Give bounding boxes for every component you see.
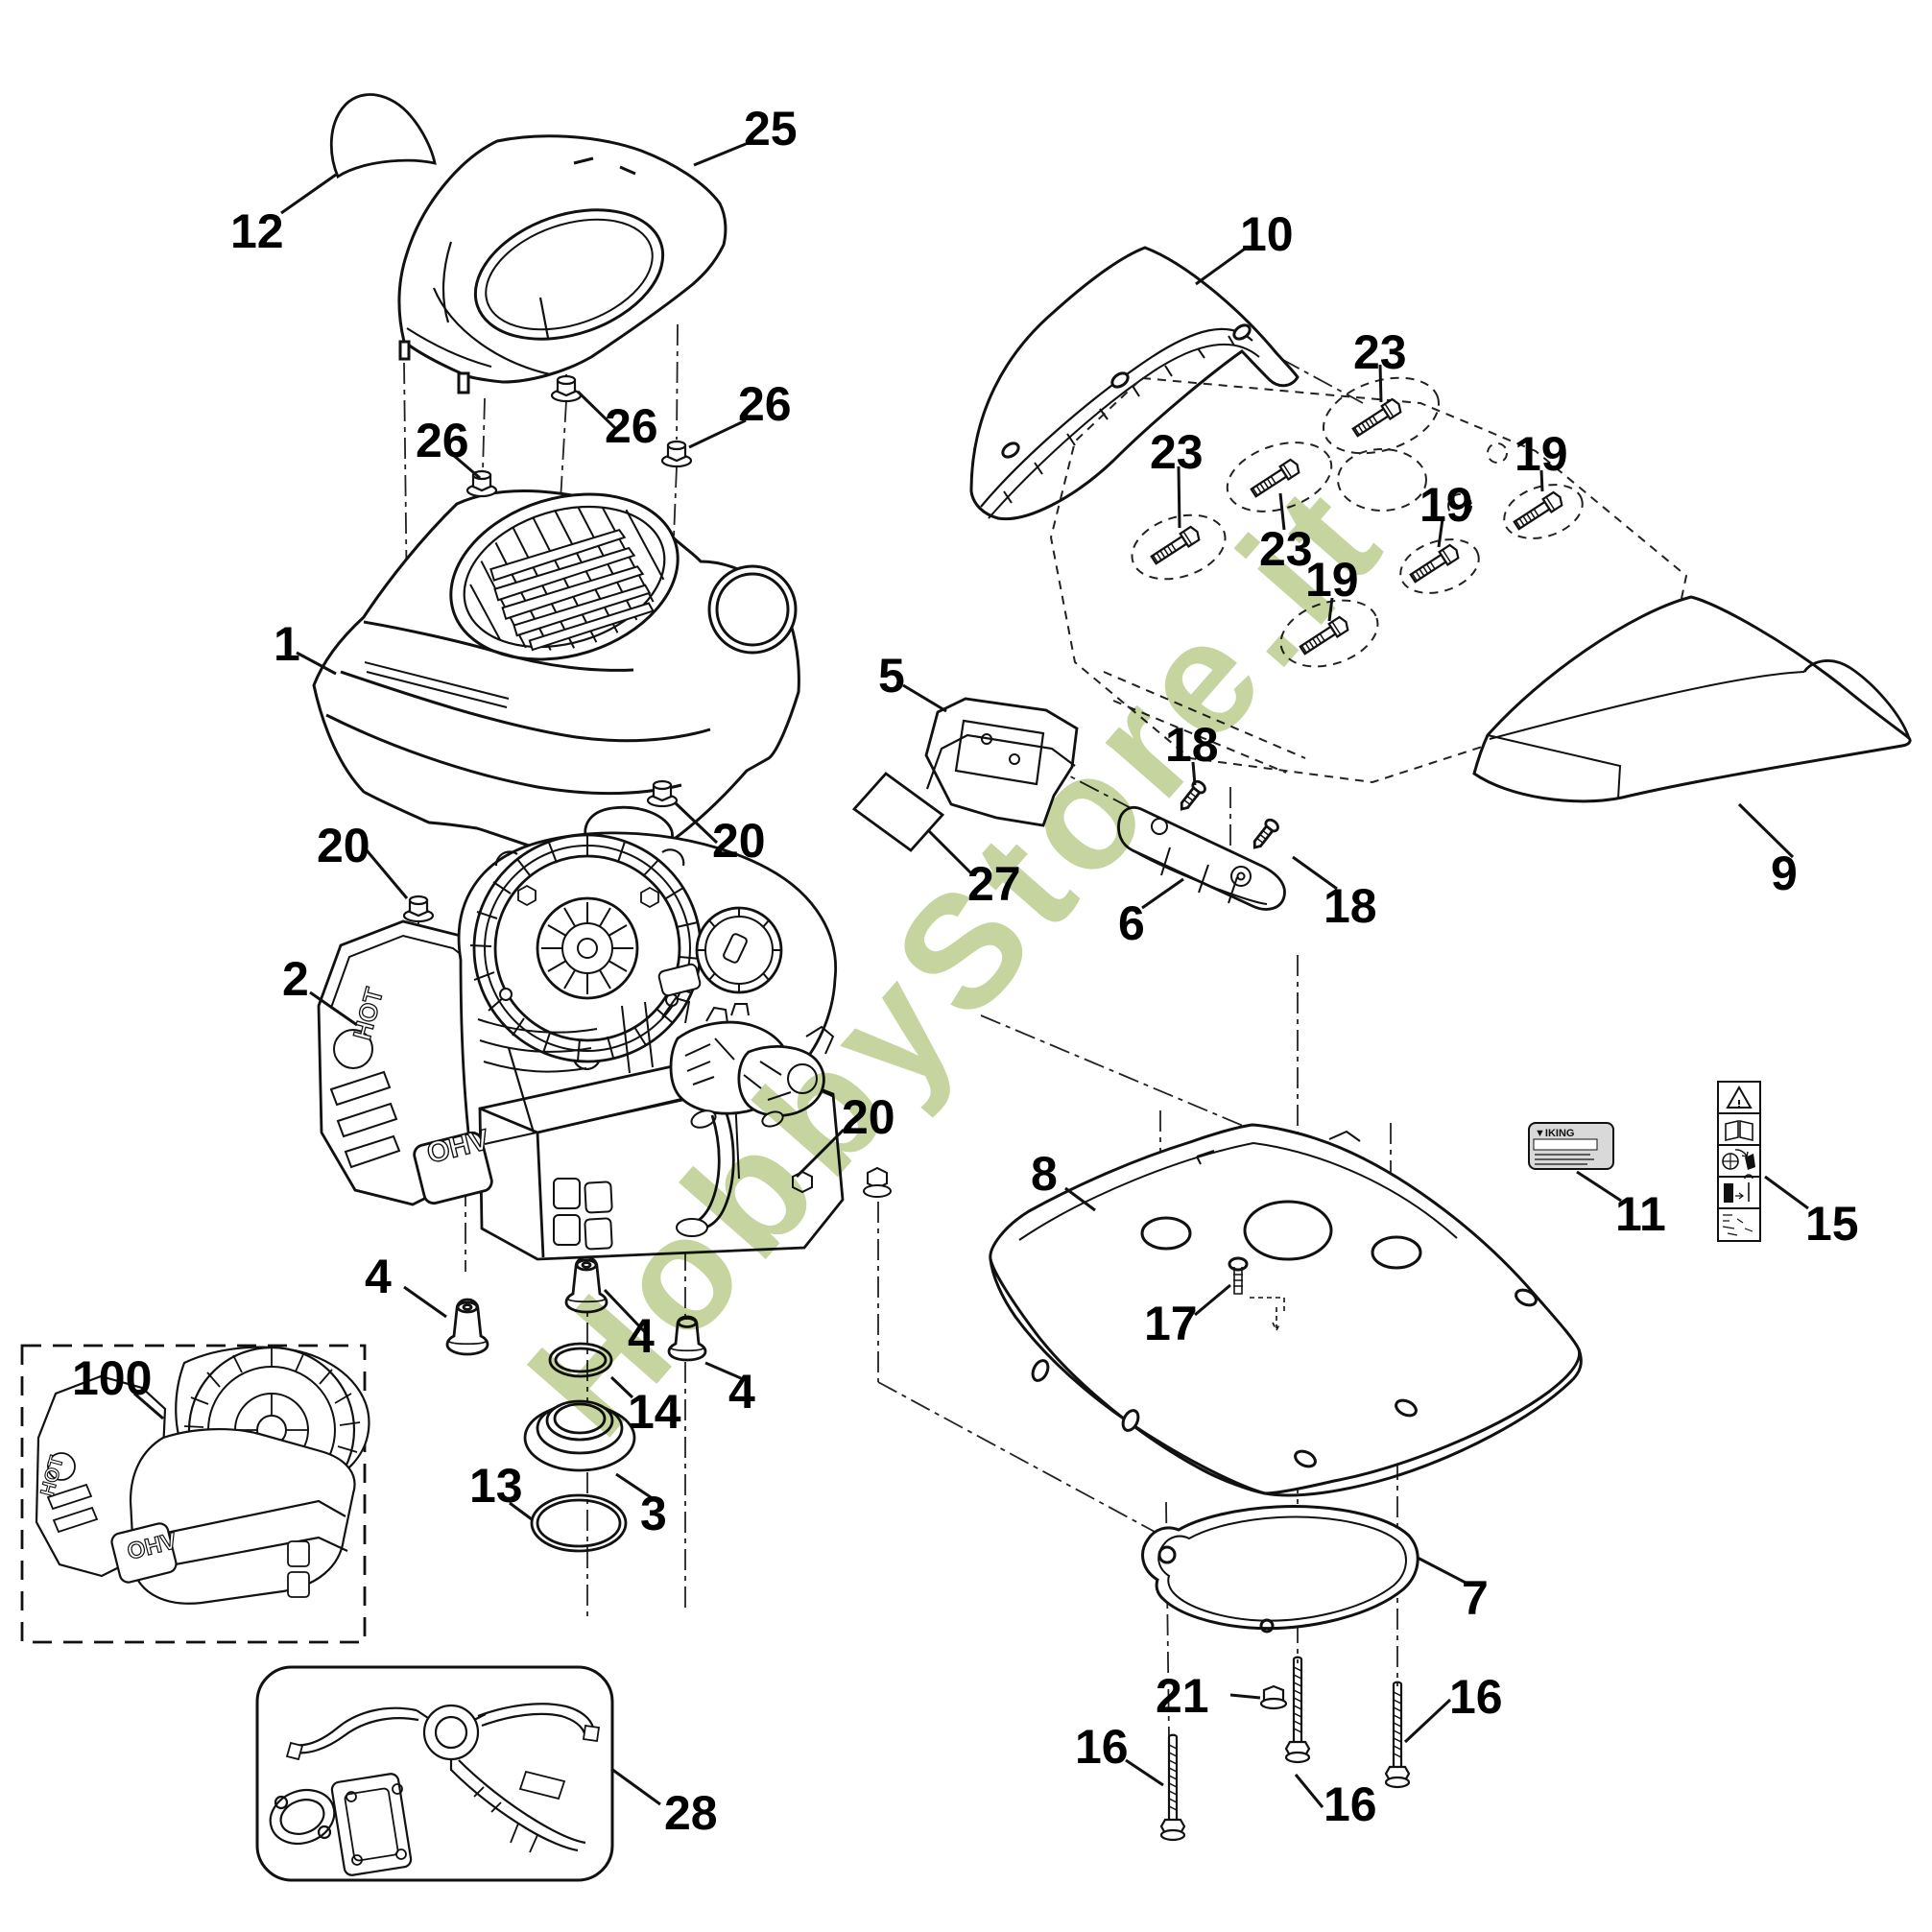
svg-text:13: 13 [469, 1459, 523, 1513]
svg-text:19: 19 [1515, 427, 1568, 481]
svg-text:9: 9 [1771, 847, 1798, 900]
svg-text:11: 11 [1615, 1187, 1666, 1241]
svg-text:16: 16 [1449, 1670, 1503, 1724]
svg-text:15: 15 [1805, 1197, 1859, 1251]
svg-text:3: 3 [640, 1487, 667, 1540]
svg-text:18: 18 [1324, 879, 1377, 933]
svg-text:23: 23 [1353, 325, 1407, 379]
svg-text:5: 5 [878, 649, 905, 703]
svg-text:21: 21 [1156, 1669, 1209, 1723]
svg-text:16: 16 [1324, 1777, 1377, 1831]
svg-text:23: 23 [1150, 425, 1204, 479]
svg-text:20: 20 [317, 819, 370, 872]
svg-text:4: 4 [365, 1250, 392, 1303]
svg-text:19: 19 [1419, 478, 1473, 532]
svg-text:12: 12 [230, 204, 284, 258]
svg-text:26: 26 [738, 377, 792, 431]
svg-text:4: 4 [728, 1365, 755, 1419]
svg-text:20: 20 [712, 814, 766, 868]
svg-text:26: 26 [416, 414, 469, 467]
svg-text:1: 1 [274, 617, 300, 671]
svg-text:28: 28 [664, 1786, 718, 1840]
svg-text:2: 2 [282, 952, 309, 1006]
svg-text:26: 26 [605, 399, 658, 453]
svg-text:20: 20 [842, 1090, 895, 1144]
svg-text:17: 17 [1144, 1297, 1198, 1350]
svg-text:6: 6 [1118, 896, 1145, 950]
svg-text:27: 27 [967, 857, 1021, 911]
svg-text:25: 25 [744, 102, 798, 155]
svg-text:8: 8 [1031, 1147, 1058, 1201]
svg-text:16: 16 [1075, 1720, 1129, 1774]
svg-text:10: 10 [1240, 207, 1294, 261]
svg-text:14: 14 [628, 1385, 681, 1439]
svg-text:23: 23 [1259, 522, 1313, 576]
svg-text:100: 100 [72, 1351, 152, 1405]
svg-text:18: 18 [1165, 718, 1219, 772]
svg-text:▼IKING: ▼IKING [1535, 1128, 1574, 1139]
svg-text:4: 4 [628, 1309, 655, 1363]
svg-text:7: 7 [1462, 1571, 1489, 1625]
svg-text:19: 19 [1305, 553, 1359, 607]
